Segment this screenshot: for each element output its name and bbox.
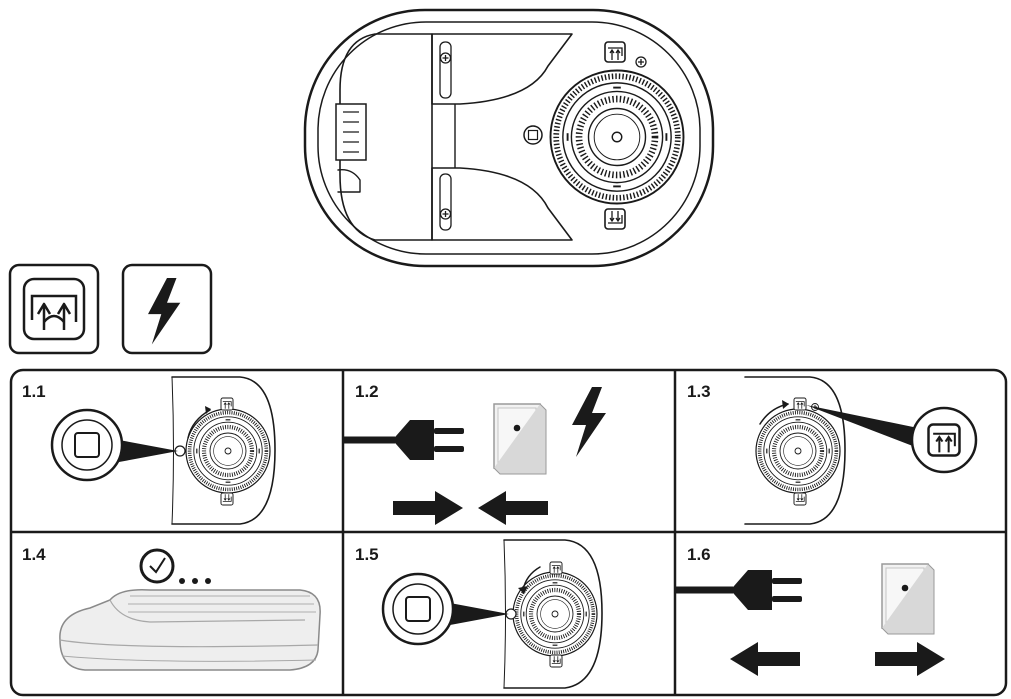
step-1-6-panel: 1.6 xyxy=(676,545,945,676)
step-1-2-panel: 1.2 xyxy=(344,382,606,525)
step-label: 1.6 xyxy=(687,545,711,564)
step-label: 1.2 xyxy=(355,382,379,401)
step-label: 1.1 xyxy=(22,382,46,401)
power-mode-icon xyxy=(121,263,213,355)
power-plug-icon xyxy=(344,420,464,460)
center-button-zoom-icon xyxy=(381,572,455,646)
step-label: 1.3 xyxy=(687,382,711,401)
step-label: 1.5 xyxy=(355,545,379,564)
air-mattress-illustration xyxy=(59,588,321,671)
step-1-3-panel: 1.3 xyxy=(687,376,978,525)
step-1-1-panel: 1.1 xyxy=(22,376,276,525)
step-1-4-panel: 1.4 xyxy=(22,545,321,671)
wall-outlet-icon xyxy=(881,563,935,635)
pump-valve-device xyxy=(303,8,715,268)
power-plug-icon xyxy=(676,570,802,610)
step-label: 1.4 xyxy=(22,545,46,564)
clock-icon xyxy=(139,548,211,584)
step-1-5-panel: 1.5 xyxy=(355,539,603,689)
inflate-mode-icon xyxy=(8,263,100,355)
inflate-symbol-icon xyxy=(910,406,978,474)
center-button-zoom-icon xyxy=(50,408,124,482)
wall-outlet-icon xyxy=(493,403,547,475)
